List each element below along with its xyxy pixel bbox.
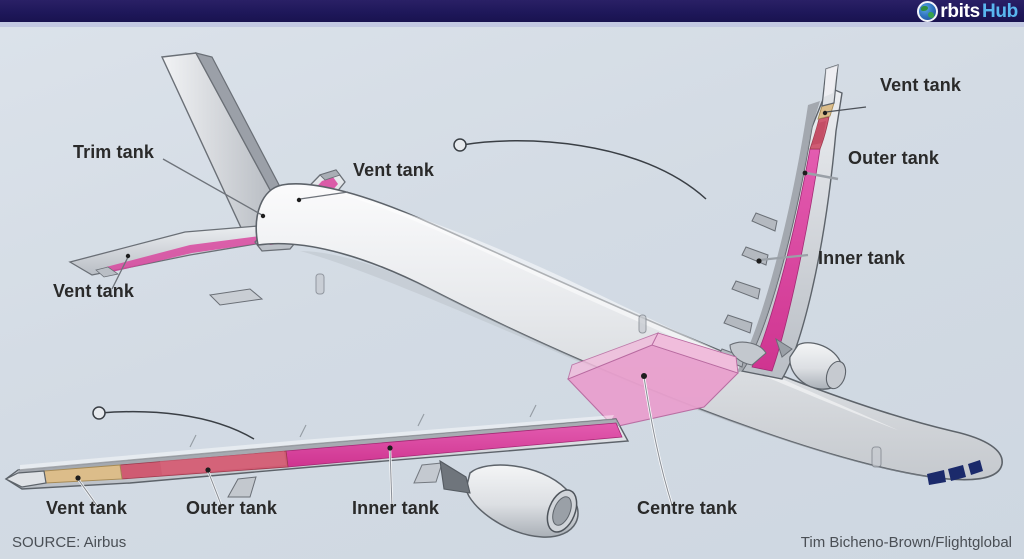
- label-inner-tank-near-wing: Inner tank: [352, 498, 440, 518]
- label-trim-tank-tail: Trim tank: [73, 142, 154, 162]
- label-vent-tank-stabiliser-lh: Vent tank: [53, 281, 134, 301]
- horizontal-stabiliser-left: [68, 224, 287, 278]
- label-outer-tank-near-wing: Outer tank: [186, 498, 278, 518]
- callout-leader-lines: [75, 106, 867, 508]
- label-outer-tank-far-wing: Outer tank: [848, 148, 940, 168]
- source-attribution: SOURCE: Airbus: [12, 534, 127, 551]
- far-wing: [717, 64, 843, 380]
- logo-primary-text: rbits: [940, 0, 980, 22]
- artist-credit: Tim Bicheno-Brown/Flightglobal: [800, 534, 1012, 551]
- site-header-bar: [0, 0, 1024, 22]
- aircraft-fuel-tank-illustration: [0, 27, 1024, 559]
- near-wing-fairings: [227, 462, 443, 498]
- label-inner-tank-far-wing: Inner tank: [818, 248, 906, 268]
- globe-icon: [917, 0, 939, 22]
- logo-secondary-text: Hub: [981, 0, 1018, 22]
- cockpit-windows: [927, 460, 983, 485]
- label-vent-tank-far-wingtip: Vent tank: [880, 75, 961, 95]
- label-vent-tank-stabiliser: Vent tank: [353, 160, 434, 180]
- header-underline: [0, 22, 1024, 27]
- fuselage: [255, 183, 1003, 481]
- label-centre-tank-fuselage: Centre tank: [637, 498, 738, 518]
- near-wing: [4, 415, 630, 490]
- fuselage-doors: [315, 273, 882, 468]
- probe-leaders: [92, 138, 707, 440]
- far-engine: [775, 337, 847, 390]
- label-vent-tank-near-wingtip: Vent tank: [46, 498, 127, 518]
- centre-tank: [567, 332, 740, 428]
- near-engine: [439, 459, 579, 538]
